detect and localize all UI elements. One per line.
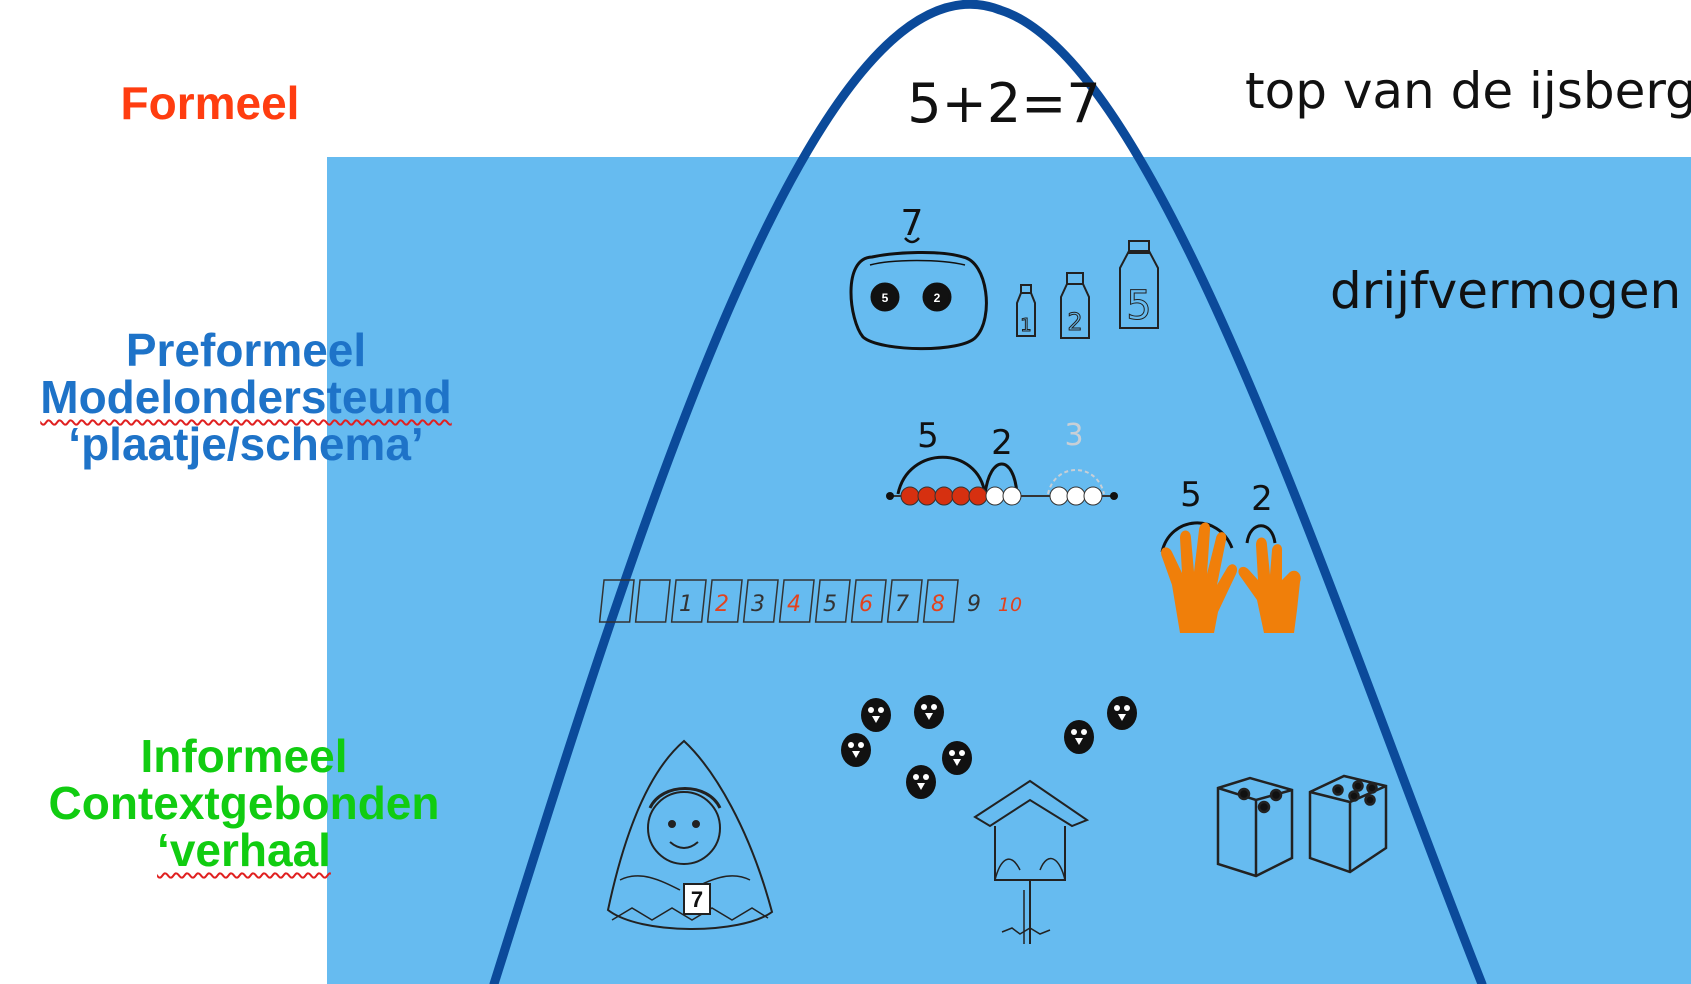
hand-count-5: 5 (1180, 475, 1202, 515)
level-informeel-line3: ‘verhaal (157, 823, 331, 876)
level-formeel-line1: Formeel (120, 77, 300, 129)
number-card-frame (742, 579, 779, 623)
weight-2-label: 2 (1067, 308, 1082, 336)
weight-icon: 2 (1060, 272, 1090, 339)
number-card-label: 9 (967, 592, 981, 617)
dice-icon (1216, 776, 1294, 878)
side-label: drijfvermogen (1330, 262, 1682, 320)
number-card-label: 2 (715, 592, 729, 617)
purse-icon: 7 5 2 (849, 203, 988, 351)
bird-icon (914, 695, 944, 729)
iceberg-outline (489, 0, 1487, 984)
number-card-label: 3 (751, 592, 765, 617)
hand-icon (1161, 522, 1238, 633)
number-card: 9 (886, 579, 981, 623)
bead-jump-3: 3 (1064, 418, 1083, 453)
top-label: top van de ijsberg (1245, 62, 1691, 120)
water-area (327, 157, 1691, 984)
bead-string: 5 2 3 (886, 416, 1118, 506)
bird-icon (1064, 720, 1094, 754)
bird-icon (942, 741, 972, 775)
number-card: 4 (706, 579, 801, 623)
level-informeel-line2: Contextgebonden (48, 776, 440, 829)
bird-icon (1107, 696, 1137, 730)
number-card-frame (850, 579, 887, 623)
bird-icon (906, 765, 936, 799)
level-informeel-line1: Informeel (140, 730, 348, 782)
coin-a-label: 5 (882, 291, 889, 305)
number-card: 5 (742, 579, 837, 623)
number-card-label: 7 (895, 592, 909, 617)
hand-icon (1238, 537, 1301, 633)
level-formeel: Formeel (95, 80, 325, 127)
birdhouse-icon (973, 779, 1090, 944)
child-icon: 7 (606, 739, 774, 930)
number-card-frame (886, 579, 923, 623)
dice-icon (1308, 774, 1388, 874)
weight-icon: 1 (1016, 284, 1036, 337)
number-card-label: 8 (931, 592, 945, 617)
number-card-label: 10 (998, 594, 1022, 616)
number-card-frame (670, 579, 707, 623)
number-card-frame (814, 579, 851, 623)
bead-jump-5: 5 (917, 416, 939, 456)
hand-count-2: 2 (1251, 479, 1273, 519)
hands-group: 5 2 (1160, 475, 1301, 633)
purse-total: 7 (901, 203, 924, 244)
number-card-frame (634, 579, 671, 623)
number-card-label: 4 (787, 592, 801, 617)
level-preformeel-line1: Preformeel (125, 324, 367, 376)
number-card-frame (922, 579, 959, 623)
number-card-label: 1 (679, 592, 693, 617)
dice-group (1216, 774, 1388, 878)
number-card: 10 (922, 579, 1022, 623)
number-card-frame (706, 579, 743, 623)
number-card: 8 (850, 579, 945, 623)
number-card: 3 (670, 579, 765, 623)
coin-b (922, 282, 952, 312)
kid-card (683, 883, 711, 915)
number-card: 6 (778, 579, 873, 623)
weight-icon: 5 (1119, 240, 1159, 330)
number-card: 1 (598, 579, 693, 623)
equation-text: 5+2=7 (907, 72, 1101, 135)
number-card-label: 5 (823, 592, 837, 617)
weight-5-label: 5 (1126, 283, 1151, 329)
level-preformeel: Preformeel Modelondersteund ‘plaatje/sch… (0, 327, 492, 468)
bird-icon (841, 733, 871, 767)
bead-row (900, 486, 1103, 506)
number-card-frame (598, 579, 635, 623)
weight-1-label: 1 (1020, 315, 1031, 336)
number-card-label: 6 (859, 592, 873, 617)
weights-group: 1 2 5 (1016, 240, 1159, 339)
number-card: 2 (634, 579, 729, 623)
coin-b-label: 2 (934, 291, 941, 305)
number-card-frame (778, 579, 815, 623)
kid-card-label: 7 (691, 887, 703, 912)
level-preformeel-line2: Modelondersteund (40, 370, 452, 423)
number-card: 7 (814, 579, 909, 623)
coin-a (870, 282, 900, 312)
level-preformeel-line3: ‘plaatje/schema’ (68, 417, 424, 470)
bead-jump-2: 2 (991, 423, 1013, 463)
level-informeel: Informeel Contextgebonden ‘verhaal (0, 733, 488, 874)
bird-icon (861, 698, 891, 732)
birds-group (841, 695, 1137, 799)
